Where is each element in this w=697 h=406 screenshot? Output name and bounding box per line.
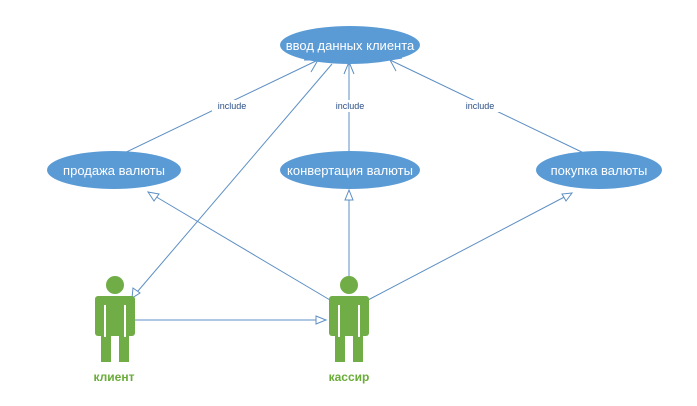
use-case-convert-label: конвертация валюты (287, 163, 413, 178)
include-label-sell: include (218, 101, 247, 111)
include-edge-buy: include (389, 57, 589, 156)
actor-cashier-label: кассир (329, 370, 370, 384)
use-case-input-label: ввод данных клиента (286, 38, 415, 53)
use-case-sell-label: продажа валюты (63, 163, 165, 178)
actor-client: клиент (94, 276, 135, 384)
include-edge-convert: include (330, 60, 370, 153)
actor-client-icon (95, 276, 135, 362)
edge-client-cashier (134, 315, 328, 325)
actor-cashier-icon (329, 276, 369, 362)
edge-cashier-sell (146, 191, 331, 301)
include-label-buy: include (466, 101, 495, 111)
edge-cashier-buy (367, 192, 574, 301)
actor-cashier: кассир (329, 276, 370, 384)
use-case-buy: покупка валюты (536, 151, 662, 189)
actor-client-label: клиент (94, 370, 135, 384)
include-edge-sell: include (119, 59, 319, 156)
edge-cashier-convert (344, 188, 354, 276)
include-label-convert: include (336, 101, 365, 111)
use-case-buy-label: покупка валюты (551, 163, 648, 178)
use-case-sell: продажа валюты (47, 151, 181, 189)
edge-input-client (131, 63, 333, 299)
use-case-convert: конвертация валюты (280, 151, 420, 189)
use-case-input: ввод данных клиента (280, 26, 420, 64)
